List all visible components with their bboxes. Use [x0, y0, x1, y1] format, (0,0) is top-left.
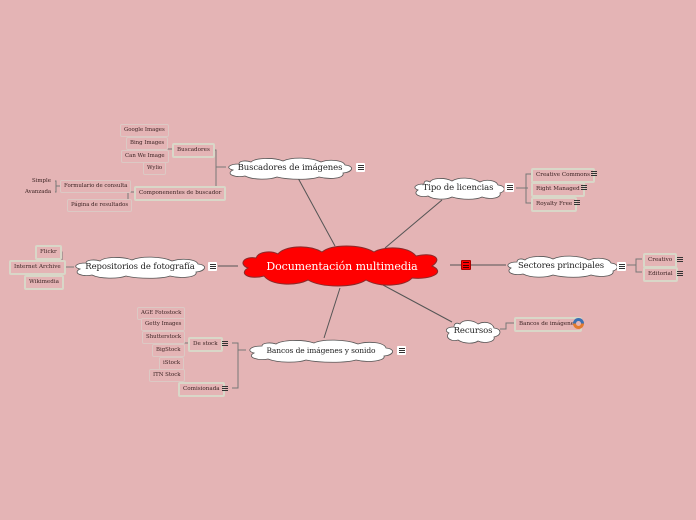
- root-menu-icon[interactable]: [461, 260, 471, 270]
- branch-label: Tipo de licencias: [422, 183, 494, 193]
- branch-label: Repositorios de fotografía: [85, 262, 195, 272]
- branch-repositorios[interactable]: Repositorios de fotografía: [72, 255, 208, 279]
- root-label: Documentación multimedia: [266, 259, 418, 273]
- leaf-wylio[interactable]: Wylio: [143, 162, 167, 175]
- branch-buscadores[interactable]: Buscadores de imágenes: [225, 156, 355, 180]
- leaf-bigstock[interactable]: BigStock: [152, 344, 185, 357]
- leaf-royalty-free[interactable]: Royalty Free: [531, 197, 578, 212]
- leaf-right-managed[interactable]: Right Managed: [531, 182, 585, 197]
- node-componentes-buscador[interactable]: Componenentes de buscador: [134, 186, 227, 201]
- branch-licencias[interactable]: Tipo de licencias: [412, 176, 504, 200]
- licencias-menu-icon[interactable]: [505, 183, 514, 192]
- node-buscadores[interactable]: Buscadores: [172, 143, 215, 158]
- resource-link-icon[interactable]: [573, 318, 584, 329]
- cloud-shape: [507, 255, 617, 278]
- royalty-free-menu-icon[interactable]: [572, 198, 581, 207]
- leaf-avanzada[interactable]: Avanzada: [21, 186, 56, 199]
- cloud-shape: [249, 339, 393, 363]
- branch-label: Bancos de imágenes y sonido: [266, 346, 376, 355]
- branch-label: Recursos: [453, 326, 493, 336]
- branch-label: Buscadores de imágenes: [237, 163, 343, 173]
- editorial-menu-icon[interactable]: [675, 269, 684, 278]
- branch-label: Sectores principales: [517, 261, 605, 271]
- branch-sectores[interactable]: Sectores principales: [505, 254, 617, 278]
- de-stock-menu-icon[interactable]: [220, 339, 229, 348]
- leaf-simple[interactable]: Simple: [28, 175, 55, 188]
- leaf-itn-stock[interactable]: ITN Stock: [149, 369, 185, 382]
- leaf-formulario-consulta[interactable]: Formulario de consulta: [60, 180, 132, 193]
- leaf-wikimedia[interactable]: Wikimedia: [24, 275, 64, 290]
- leaf-shutterstock[interactable]: Shutterstock: [142, 331, 186, 344]
- node-de-stock[interactable]: De stock: [188, 337, 223, 352]
- leaf-flickr[interactable]: Flickr: [35, 245, 62, 260]
- cloud-shape: [414, 177, 504, 200]
- cloud-shape: [75, 256, 205, 279]
- buscadores-menu-icon[interactable]: [356, 163, 365, 172]
- sectores-menu-icon[interactable]: [617, 262, 626, 271]
- leaf-bancos-de-imagenes[interactable]: Bancos de imágenes: [514, 317, 582, 332]
- leaf-bing-images[interactable]: Bing Images: [126, 137, 169, 150]
- root-cloud-shape: [242, 245, 439, 287]
- leaf-creative-commons[interactable]: Creative Commons: [531, 168, 595, 183]
- leaf-internet-archive[interactable]: Internet Archive: [9, 260, 66, 275]
- leaf-pagina-resultados[interactable]: Página de resultados: [67, 199, 133, 212]
- leaf-getty-images[interactable]: Getty Images: [141, 318, 186, 331]
- creativo-menu-icon[interactable]: [675, 255, 684, 264]
- branch-recursos[interactable]: Recursos: [444, 318, 502, 344]
- right-managed-menu-icon[interactable]: [579, 183, 588, 192]
- repositorios-menu-icon[interactable]: [208, 262, 217, 271]
- leaf-creativo[interactable]: Creativo: [643, 253, 678, 268]
- comisionada-menu-icon[interactable]: [220, 384, 229, 393]
- root-node[interactable]: Documentación multimedia: [236, 244, 448, 288]
- leaf-editorial[interactable]: Editorial: [643, 267, 678, 282]
- bancos-menu-icon[interactable]: [397, 346, 406, 355]
- node-comisionada[interactable]: Comisionada: [178, 382, 225, 397]
- leaf-google-images[interactable]: Google Images: [120, 124, 169, 137]
- cloud-shape: [445, 320, 501, 344]
- cloud-shape: [228, 157, 352, 180]
- creative-commons-menu-icon[interactable]: [589, 169, 598, 178]
- branch-bancos[interactable]: Bancos de imágenes y sonido: [246, 338, 396, 363]
